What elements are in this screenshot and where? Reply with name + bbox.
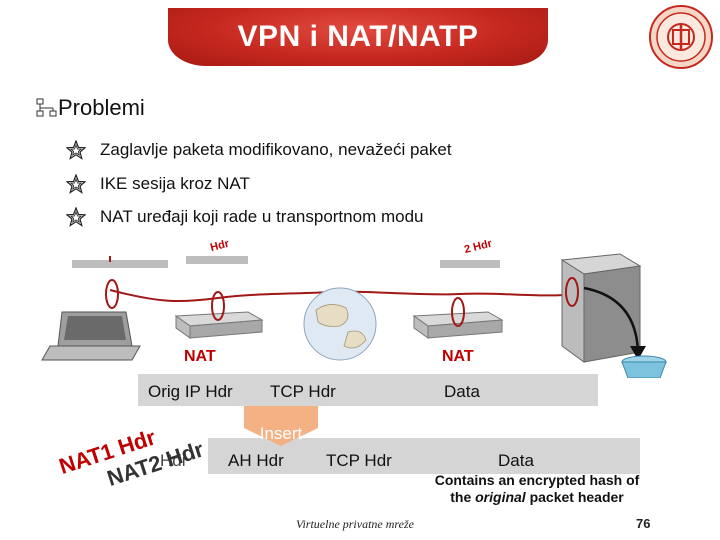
bullet-text: Zaglavlje paketa modifikovano, nevažeći … [100, 140, 452, 159]
nat-label-right: NAT [442, 348, 474, 365]
star-bullet-icon [66, 207, 86, 227]
section-title: Problemi [58, 95, 145, 120]
trash-icon [621, 355, 667, 378]
crest-icon [649, 5, 713, 69]
orig-data: Data [444, 382, 480, 401]
network-diagram [41, 253, 667, 378]
bullet-text: IKE sesija kroz NAT [100, 174, 250, 193]
star-bullet-icon [66, 174, 86, 194]
orig-ip-hdr: Orig IP Hdr [148, 382, 233, 401]
note-line-2: the original packet header [450, 489, 624, 505]
original-packet [138, 374, 598, 406]
network-icon [36, 98, 57, 117]
bullet-text: NAT uređaji koji rade u transportnom mod… [100, 207, 424, 226]
insert-callout [244, 406, 318, 446]
star-bullet-icon [66, 140, 86, 160]
slide-title: VPN i NAT/NATP [237, 20, 479, 53]
bullet-item: Zaglavlje paketa modifikovano, nevažeći … [66, 140, 452, 160]
encrypted-hash-note: Contains an encrypted hash of the origin… [412, 472, 662, 506]
globe-icon [303, 287, 377, 361]
hidden-hdr: Hdr [160, 451, 188, 470]
bullet-item: IKE sesija kroz NAT [66, 174, 250, 194]
footer-text: Virtuelne privatne mreže [296, 517, 414, 531]
nat-label-left: NAT [184, 348, 216, 365]
insert-label: Insert [259, 424, 303, 443]
new-data: Data [498, 451, 534, 470]
section-heading: Problemi [36, 95, 145, 121]
laptop-icon [41, 311, 141, 361]
title-band [168, 8, 548, 66]
page-number: 76 [636, 516, 651, 531]
new-tcp-hdr: TCP Hdr [326, 451, 392, 470]
orig-tcp-hdr: TCP Hdr [270, 382, 336, 401]
note-emphasis: original [475, 489, 526, 505]
router-icon [412, 311, 504, 339]
note-line-1: Contains an encrypted hash of [434, 472, 640, 488]
router-icon [174, 311, 264, 339]
server-icon [560, 253, 642, 363]
ah-hdr: AH Hdr [228, 451, 284, 470]
bullet-item: NAT uređaji koji rade u transportnom mod… [66, 207, 423, 227]
